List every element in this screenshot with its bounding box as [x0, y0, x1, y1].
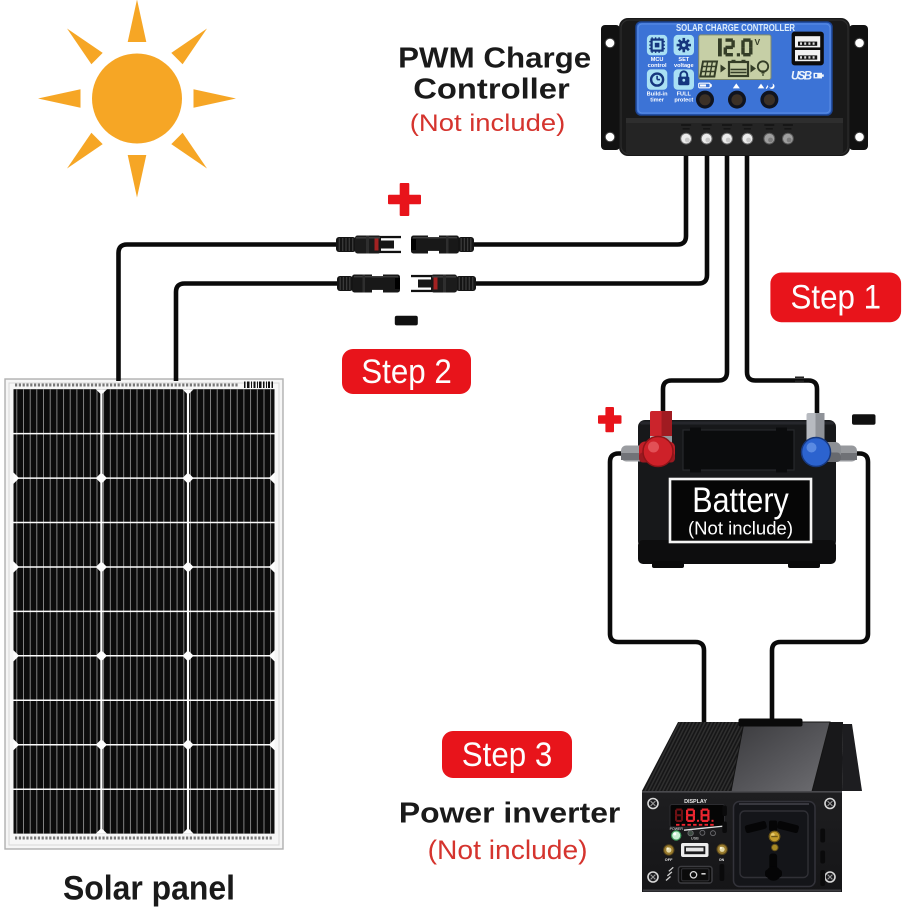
svg-text:Step 1: Step 1 — [791, 279, 882, 317]
svg-text:USB: USB — [791, 71, 812, 83]
svg-text:Build-in: Build-in — [647, 92, 668, 98]
svg-text:Battery: Battery — [692, 481, 789, 520]
svg-text:PWM Charge: PWM Charge — [398, 42, 591, 74]
svg-text:Power inverter: Power inverter — [399, 798, 621, 830]
svg-text:SOLAR CHARGE CONTROLLER: SOLAR CHARGE CONTROLLER — [676, 23, 796, 34]
svg-text:protect: protect — [674, 97, 693, 103]
svg-text:(Not include): (Not include) — [410, 110, 566, 137]
svg-text:SET: SET — [678, 57, 689, 63]
svg-text:Solar panel: Solar panel — [63, 870, 235, 907]
svg-text:timer: timer — [650, 97, 665, 103]
svg-text:(Not include): (Not include) — [428, 835, 588, 865]
svg-text:Controller: Controller — [413, 74, 570, 106]
svg-text:USB: USB — [691, 837, 699, 841]
svg-text:DISPLAY: DISPLAY — [684, 799, 707, 805]
svg-text:OFF: OFF — [665, 858, 673, 862]
svg-text:control: control — [648, 63, 667, 69]
svg-text:ON: ON — [719, 858, 725, 862]
svg-text:(Not include): (Not include) — [688, 517, 793, 538]
svg-text:FULL: FULL — [677, 92, 692, 98]
svg-text:Step 2: Step 2 — [361, 353, 452, 391]
svg-text:V: V — [755, 37, 761, 47]
svg-text:MCU: MCU — [651, 57, 664, 63]
svg-text:voltage: voltage — [674, 63, 694, 69]
svg-text:POWER: POWER — [670, 827, 684, 831]
svg-text:Step 3: Step 3 — [462, 736, 553, 774]
